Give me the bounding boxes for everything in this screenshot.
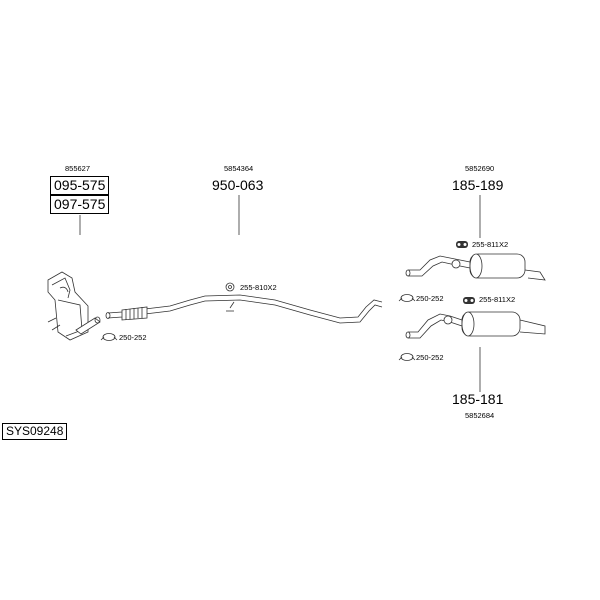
part-number[interactable]: 097-575 — [50, 195, 110, 214]
ref-number: 5852690 — [465, 164, 495, 173]
part-number[interactable]: 185-189 — [452, 177, 504, 193]
rear-silencer-bottom — [405, 311, 546, 339]
part-number[interactable]: 185-181 — [452, 391, 504, 407]
clamp-label[interactable]: 250-252 — [119, 333, 147, 342]
clamp-icon — [398, 353, 416, 361]
clamp-icon — [100, 333, 118, 341]
rubber-hanger-icon — [463, 297, 475, 304]
front-pipe-short — [75, 316, 101, 335]
hanger-icon — [225, 282, 235, 292]
part-number[interactable]: 095-575 — [50, 176, 110, 195]
system-id: SYS09248 — [2, 423, 68, 440]
ref-number: 5852684 — [465, 411, 495, 420]
rear-silencer-top — [405, 253, 546, 281]
middle-pipe — [105, 294, 383, 324]
part-number[interactable]: 950-063 — [212, 177, 264, 193]
hanger-label[interactable]: 255-811X2 — [472, 240, 509, 249]
rubber-hanger-icon — [456, 241, 468, 248]
ref-number: 855627 — [65, 164, 91, 173]
hanger-label[interactable]: 255-811X2 — [479, 295, 516, 304]
hanger-label[interactable]: 255-810X2 — [240, 283, 277, 292]
clamp-label[interactable]: 250-252 — [416, 294, 444, 303]
clamp-icon — [398, 294, 416, 302]
ref-number: 5854364 — [224, 164, 254, 173]
catalytic-converter — [47, 271, 89, 341]
clamp-label[interactable]: 250-252 — [416, 353, 444, 362]
